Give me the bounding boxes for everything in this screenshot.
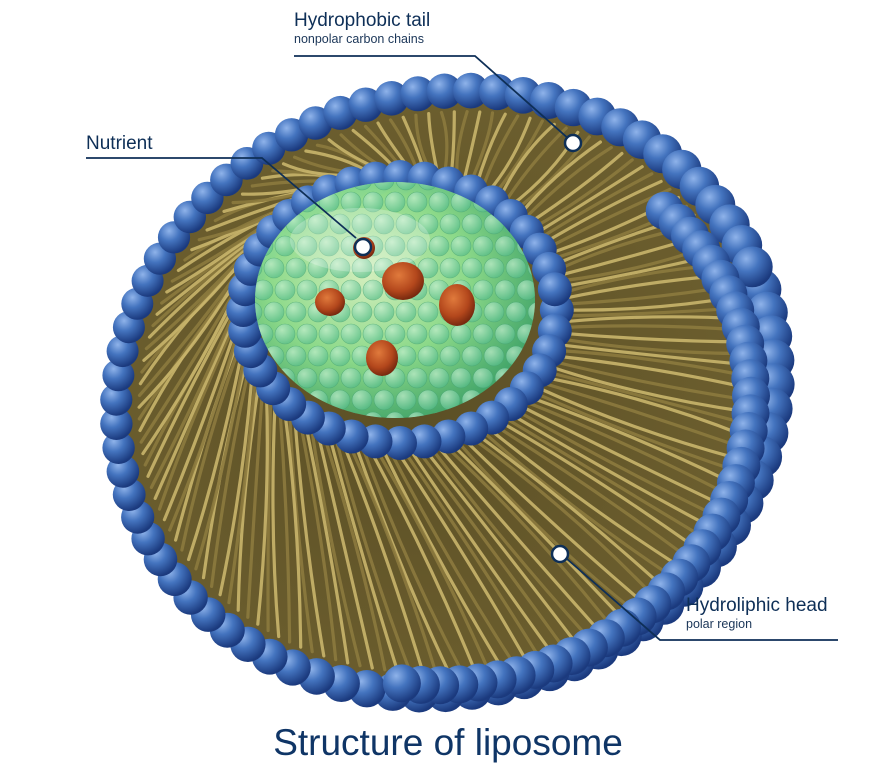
nutrient-particle (382, 262, 424, 300)
leader-lines (86, 55, 838, 641)
nutrient-label: Nutrient (86, 133, 153, 155)
nutrient-title: Nutrient (86, 133, 153, 154)
nutrient-particle (439, 284, 475, 326)
hydrophobic-tail-title: Hydrophobic tail (294, 10, 431, 31)
nutrient-particle (366, 340, 398, 376)
polar-head (453, 72, 489, 109)
polar-head (400, 76, 436, 112)
head-leader-line (566, 558, 838, 641)
nutrient-leader-line (86, 157, 357, 239)
nutrient-particles (315, 237, 475, 376)
head-pointer-marker (550, 544, 570, 564)
hydrophobic-tail-subtitle: nonpolar carbon chains (294, 32, 424, 46)
nutrient-particle (315, 288, 345, 316)
nutrient-pointer-marker (353, 237, 373, 257)
hydroliphic-head-subtitle: polar region (686, 617, 753, 631)
diagram-caption: Structure of liposome (273, 722, 623, 763)
outer-head-ring (100, 72, 795, 713)
hydroliphic-head-title: Hydroliphic head (686, 595, 828, 616)
polar-head (348, 87, 383, 122)
polar-head (426, 73, 463, 109)
inner-head-ring (226, 160, 574, 460)
polar-head (374, 81, 409, 116)
hydroliphic-head-label: Hydroliphic head polar region (686, 595, 828, 632)
polar-head (537, 272, 572, 307)
polar-head (100, 383, 133, 416)
polar-head (383, 426, 417, 460)
polar-head (407, 424, 442, 459)
hydrophobic-tails (137, 110, 753, 674)
polar-head (731, 246, 773, 288)
tail-leader-line (294, 55, 571, 141)
polar-head (382, 664, 421, 703)
polar-head (102, 431, 135, 464)
hydrophobic-tail-label: Hydrophobic tail nonpolar carbon chains (294, 10, 430, 47)
tail-pointer-marker (563, 133, 583, 153)
polar-head (102, 359, 135, 392)
polar-head (100, 407, 133, 440)
